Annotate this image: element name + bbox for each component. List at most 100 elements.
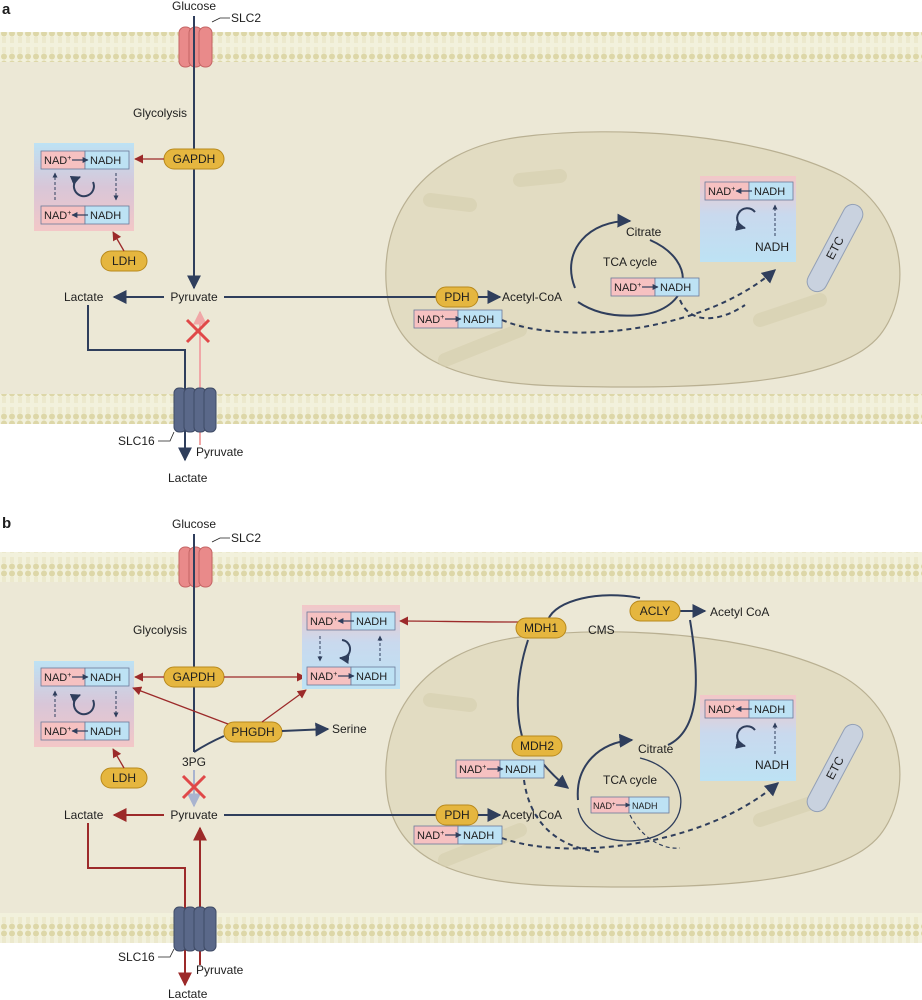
acly-enzyme [629,600,681,622]
nad-plus-label: NAD+ [708,704,735,716]
serine-label: Serine [332,722,367,736]
nadh-label: NADH [463,830,494,842]
glycolysis-label: Glycolysis [133,623,187,637]
citrate-malate-shuttle: CMS Acetyl CoA [399,594,769,789]
acetyl-coa-cytosolic-label: Acetyl CoA [710,605,769,619]
tca-nad-reaction: NAD+ NADH [590,796,670,814]
nadh-label: NADH [505,764,536,776]
cms-label: CMS [588,623,615,637]
tca-cycle-label: TCA cycle [603,255,657,269]
pyruvate-outside-label: Pyruvate [196,445,244,459]
nad-plus-label: NAD+ [44,210,71,222]
panel-label: a [2,1,11,18]
recycle-icon [69,693,95,716]
glucose-label: Glucose [172,517,216,531]
slc2-transporter [178,26,213,68]
slc2-transporter [178,546,213,588]
ldh-label: LDH [112,254,136,268]
panel-b: b ETC Glucose SLC2 Glycolysis GAPDH [0,515,922,1000]
nadh-label: NADH [632,801,658,811]
acetyl-coa-label: Acetyl-CoA [502,808,562,822]
lactate-outside-label: Lactate [168,987,208,1000]
inhibition-cross [185,318,211,344]
nad-reaction-top: NAD+ NADH [40,150,130,170]
acly-label: ACLY [640,604,670,618]
mdh1-label: MDH1 [524,621,558,635]
recycle-icon [735,725,756,749]
recycle-icon [69,175,95,198]
mdh2-label: MDH2 [520,739,554,753]
etc-complex: ETC [806,203,864,293]
nad-plus-label: NAD+ [310,616,337,628]
plasma-membrane-top [0,552,922,582]
gapdh-label: GAPDH [173,152,216,166]
mito-nadh-label: NADH [755,758,789,772]
glucose-label: Glucose [172,0,216,13]
plasma-membrane-top [0,32,922,62]
nadh-label: NADH [90,210,121,222]
nadh-label: NADH [90,672,121,684]
mitochondrion: ETC [385,631,901,888]
lactate-outside-label: Lactate [168,471,208,485]
recycle-icon [339,639,351,664]
cytosolic-nad-box: NAD+ NADH NAD+ NADH [34,661,134,747]
panel-a: a ETC Glucose SLC2 Glycolysis [0,0,922,485]
pyruvate-label: Pyruvate [170,290,218,304]
citrate-label: Citrate [638,742,674,756]
3pg-label: 3PG [182,755,206,769]
tca-cycle-label: TCA cycle [603,773,657,787]
nad-plus-label: NAD+ [44,155,71,167]
nad-plus-label: NAD+ [44,672,71,684]
lactate-label: Lactate [64,290,104,304]
cytosolic-nad-box: NAD+ NADH NAD+ NADH [34,143,134,231]
recycle-icon [735,207,756,231]
mdh2-nad-reaction: NAD+ NADH [455,759,545,779]
mdh2-enzyme [511,735,563,757]
nadh-label: NADH [356,616,387,628]
phgdh-label: PHGDH [231,725,274,739]
slc2-label: SLC2 [231,11,261,25]
nad-plus-label: NAD+ [593,801,616,811]
tca-nad-reaction: NAD+ NADH [610,277,700,297]
tca-cycle: Citrate TCA cycle NAD+ NADH [576,733,682,849]
nadh-label: NADH [463,314,494,326]
nad-plus-label: NAD+ [459,764,486,776]
pdh-label: PDH [444,290,469,304]
slc16-label: SLC16 [118,950,155,964]
nad-plus-label: NAD+ [310,671,337,683]
etc-complex: ETC [806,723,864,813]
nad-reaction-bottom: NAD+ NADH [40,205,130,225]
nad-plus-label: NAD+ [44,726,71,738]
pdh-nad-reaction: NAD+ NADH [413,825,503,845]
panel-label: b [2,515,11,532]
pyruvate-outside-label: Pyruvate [196,963,244,977]
nadh-label: NADH [754,704,785,716]
mitochondrial-nad-box: NAD+ NADH NADH [700,695,796,781]
mito-nadh-label: NADH [755,240,789,254]
mitochondrial-nad-box: NAD+ NADH NADH [700,176,796,262]
nadh-label: NADH [356,671,387,683]
nadh-label: NADH [90,726,121,738]
inhibition-cross [181,774,207,800]
nad-plus-label: NAD+ [708,186,735,198]
slc16-transporter [173,387,217,433]
plasma-membrane-bottom [0,913,922,943]
slc16-label: SLC16 [118,434,155,448]
pyruvate-label: Pyruvate [170,808,218,822]
glycolysis-label: Glycolysis [133,106,187,120]
slc16-transporter [173,906,217,952]
nadh-label: NADH [754,186,785,198]
phgdh-enzyme [223,721,283,743]
nadh-label: NADH [660,282,691,294]
tca-cycle: Citrate TCA cycle NAD+ NADH [570,213,746,320]
pdh-nad-reaction: NAD+ NADH [413,309,503,329]
nadh-label: NADH [90,155,121,167]
slc2-label: SLC2 [231,531,261,545]
plasma-membrane-bottom [0,394,922,424]
lactate-label: Lactate [64,808,104,822]
cytosolic-nad-box-mdh1: NAD+ NADH NAD+ NADH [302,605,400,689]
nad-plus-label: NAD+ [417,314,444,326]
nadh-to-etc-dashed [501,782,780,850]
acetyl-coa-label: Acetyl-CoA [502,290,562,304]
gapdh-label: GAPDH [173,670,216,684]
